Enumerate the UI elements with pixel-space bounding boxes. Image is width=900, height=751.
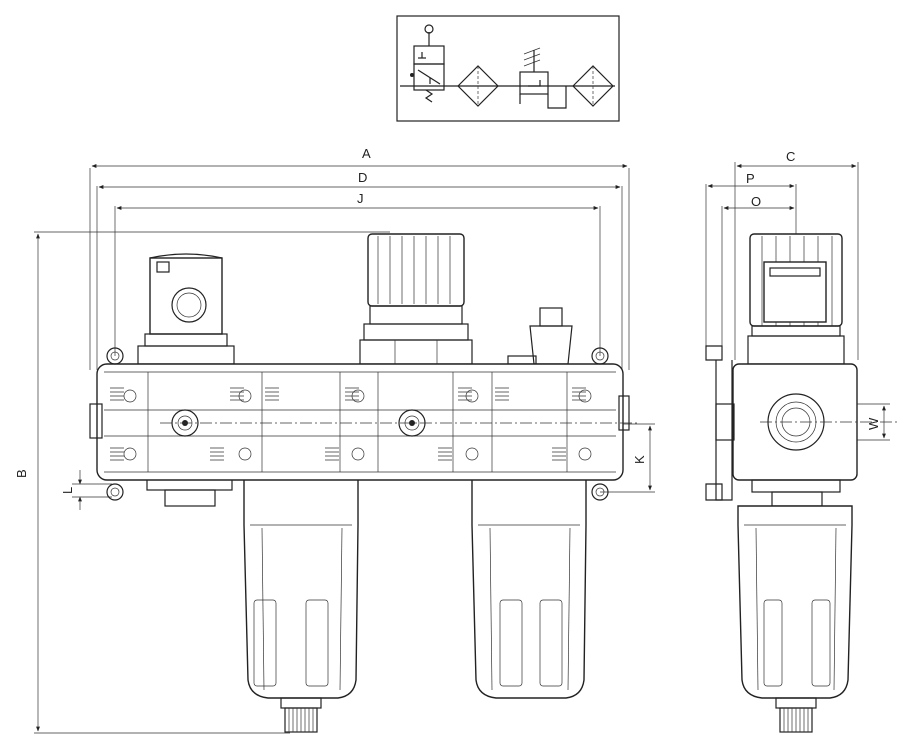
right-filter-bowl (471, 477, 587, 699)
pneumatic-symbol-diagram (396, 15, 620, 122)
dim-label-K: K (632, 455, 647, 464)
gauge-fitting (507, 307, 573, 365)
left-filter-bowl (243, 477, 359, 733)
dim-label-J: J (357, 191, 364, 206)
side-view: C P O W (705, 149, 900, 733)
dim-label-O: O (751, 194, 761, 209)
dim-label-P: P (746, 171, 755, 186)
filter-symbol-2 (572, 65, 614, 107)
dim-label-C: C (786, 149, 795, 164)
dimension-D: D (96, 170, 623, 370)
filter-symbol-1 (457, 65, 499, 107)
regulator-knob (359, 233, 473, 365)
mounting-bracket-holes (106, 347, 609, 501)
dimension-L: L (60, 470, 112, 510)
dimension-J: J (114, 191, 601, 356)
side-filter-bowl (737, 505, 853, 699)
dim-label-L: L (60, 487, 75, 494)
shutoff-valve (137, 253, 235, 365)
shutoff-valve-symbol (410, 24, 445, 103)
dimension-C: C (734, 149, 859, 360)
manifold-body (89, 363, 640, 481)
dimension-O: O (721, 194, 795, 360)
dimension-B: B (14, 231, 390, 734)
dim-label-W: W (866, 417, 881, 430)
dimension-A: A (89, 146, 630, 370)
dim-label-D: D (358, 170, 367, 185)
front-view: A D J B L (14, 146, 655, 734)
dim-label-A: A (362, 146, 371, 161)
dim-label-B: B (14, 469, 29, 478)
dimension-P: P (705, 171, 797, 360)
regulator-symbol (519, 47, 567, 109)
